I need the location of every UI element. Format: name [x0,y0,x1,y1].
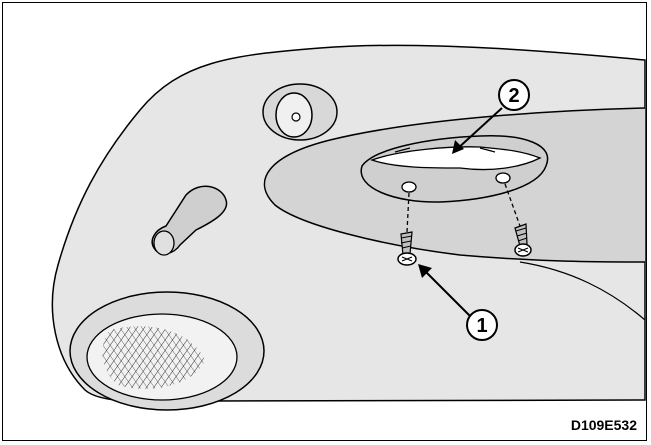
trim-contour-line [519,261,646,321]
pull-cup-recess [370,146,542,171]
callout-1-number: 1 [476,315,487,337]
lock-knob-center-icon [291,112,301,122]
callout-2-circle [498,79,530,111]
figure-frame [2,2,647,441]
callout-2-arrowhead [452,140,464,154]
screw-hole-left [401,181,417,193]
callout-1-arrowhead [418,264,432,278]
screw-hole-right [495,172,511,184]
callout-1-circle [466,309,498,341]
callout-1-leader [423,269,471,317]
callout-2-leader [455,107,503,151]
callout-2-number: 2 [508,85,519,107]
screw-right [514,223,532,257]
figure-id: D109E532 [570,417,637,433]
crank-knob [153,230,175,256]
alignment-dash-right [504,183,521,227]
screw-left [397,231,417,266]
